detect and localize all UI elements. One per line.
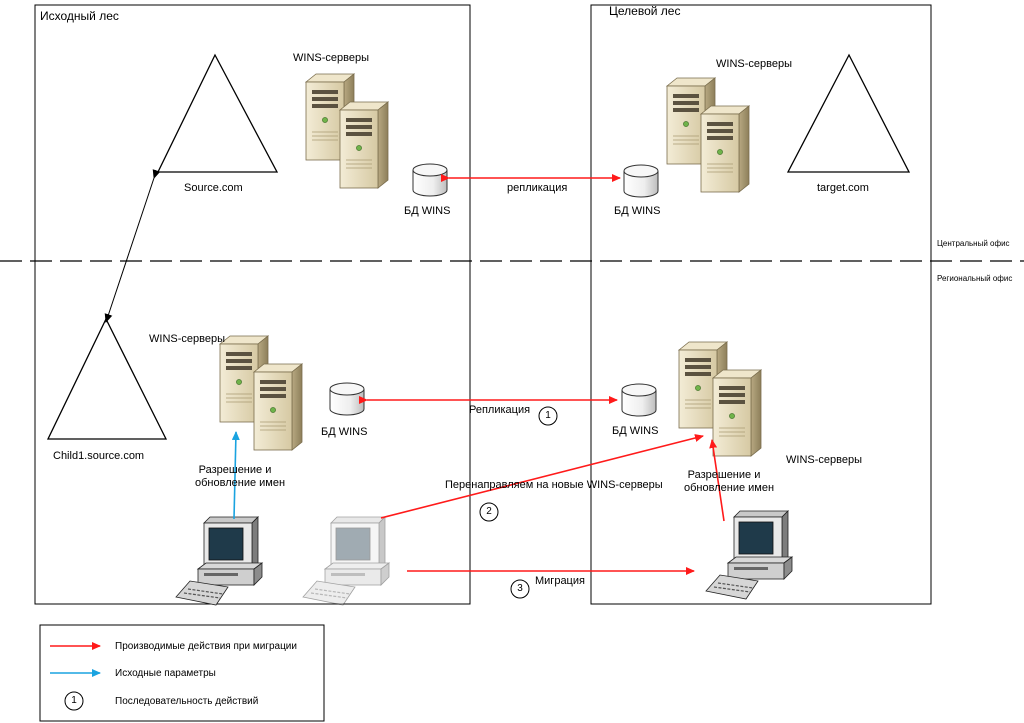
- source-domain-label: Source.com: [184, 182, 243, 194]
- step-1-number: 1: [545, 410, 551, 421]
- target-resolution-label: Разрешение и обновление имен: [684, 469, 775, 495]
- target-domain-triangle: [786, 53, 911, 173]
- redirect-arrow: [380, 434, 704, 519]
- source-regional-servers-label: WINS-серверы: [149, 333, 225, 345]
- source-domain-triangle: [156, 53, 279, 173]
- central-office-label: Центральный офис: [937, 239, 1010, 248]
- step-2-circle: [479, 502, 499, 522]
- legend-step-number: 1: [71, 695, 77, 706]
- step-1-circle: [538, 406, 558, 426]
- source-resolution-line-2: обновление имен: [195, 477, 286, 489]
- child-domain-label: Child1.source.com: [53, 450, 145, 462]
- target-domain-label: target.com: [817, 182, 869, 194]
- step-2-number: 2: [486, 506, 492, 517]
- target-resolution-line-2: обновление имен: [684, 482, 775, 494]
- target-central-db: [623, 164, 659, 198]
- target-regional-db-label: БД WINS: [612, 425, 659, 437]
- source-regional-db-label: БД WINS: [321, 426, 368, 438]
- step-3-number: 3: [517, 583, 523, 594]
- source-regional-db: [329, 382, 365, 416]
- legend-step-circle: [64, 691, 84, 711]
- source-central-servers-label: WINS-серверы: [293, 52, 369, 64]
- target-central-db-label: БД WINS: [614, 205, 661, 217]
- target-central-servers: [667, 78, 749, 192]
- source-central-servers: [306, 74, 388, 188]
- source-forest-label: Исходный лес: [40, 9, 119, 23]
- source-resolution-line-1: Разрешение и: [198, 464, 272, 476]
- legend-sequence-text: Последовательность действий: [115, 696, 259, 707]
- target-forest-label: Целевой лес: [609, 4, 681, 18]
- target-regional-db: [621, 383, 657, 417]
- regional-replication-label: Репликация: [469, 404, 531, 416]
- source-resolution-label: Разрешение и обновление имен: [195, 464, 286, 490]
- source-workstation: [175, 516, 263, 606]
- target-workstation: [705, 510, 793, 600]
- source-forest-box: [34, 4, 471, 605]
- step-3-circle: [510, 579, 530, 599]
- target-regional-servers-label: WINS-серверы: [786, 454, 862, 466]
- legend-blue-text: Исходные параметры: [115, 668, 216, 679]
- migrating-workstation: [302, 516, 390, 606]
- child-domain-triangle: [46, 317, 168, 440]
- target-resolution-arrow: [709, 439, 725, 522]
- source-resolution-arrow: [231, 431, 240, 520]
- migration-label: Миграция: [535, 575, 585, 587]
- source-central-db-label: БД WINS: [404, 205, 451, 217]
- source-regional-servers: [220, 336, 302, 450]
- legend-red-text: Производимые действия при миграции: [115, 641, 297, 652]
- target-forest-box: [590, 4, 932, 605]
- target-resolution-line-1: Разрешение и: [687, 469, 761, 481]
- regional-office-label: Региональный офис: [937, 274, 1013, 283]
- central-replication-label: репликация: [507, 182, 568, 194]
- domain-trust-line: [104, 169, 161, 323]
- target-central-servers-label: WINS-серверы: [716, 58, 792, 70]
- redirect-label: Перенаправляем на новые WINS-серверы: [445, 479, 663, 491]
- source-central-db: [412, 163, 448, 197]
